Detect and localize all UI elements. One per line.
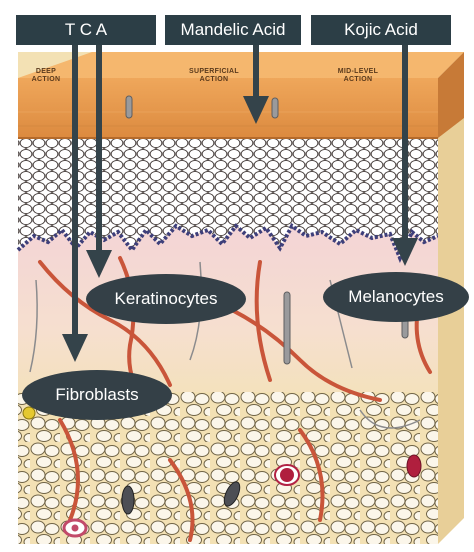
zone-label-superficial: SUPERFICIAL ACTION: [178, 68, 250, 84]
zone-label-mid: MID-LEVEL ACTION: [328, 68, 388, 84]
zone-label-deep: DEEP ACTION: [26, 68, 66, 84]
label-tca: T C A: [16, 15, 156, 45]
label-kojic-acid: Kojic Acid: [311, 15, 451, 45]
label-keratinocytes: Keratinocytes: [86, 274, 246, 324]
label-mandelic-acid: Mandelic Acid: [165, 15, 301, 45]
stratum-corneum: [18, 78, 438, 138]
label-fibroblasts: Fibroblasts: [22, 370, 172, 420]
label-melanocytes: Melanocytes: [323, 272, 469, 322]
